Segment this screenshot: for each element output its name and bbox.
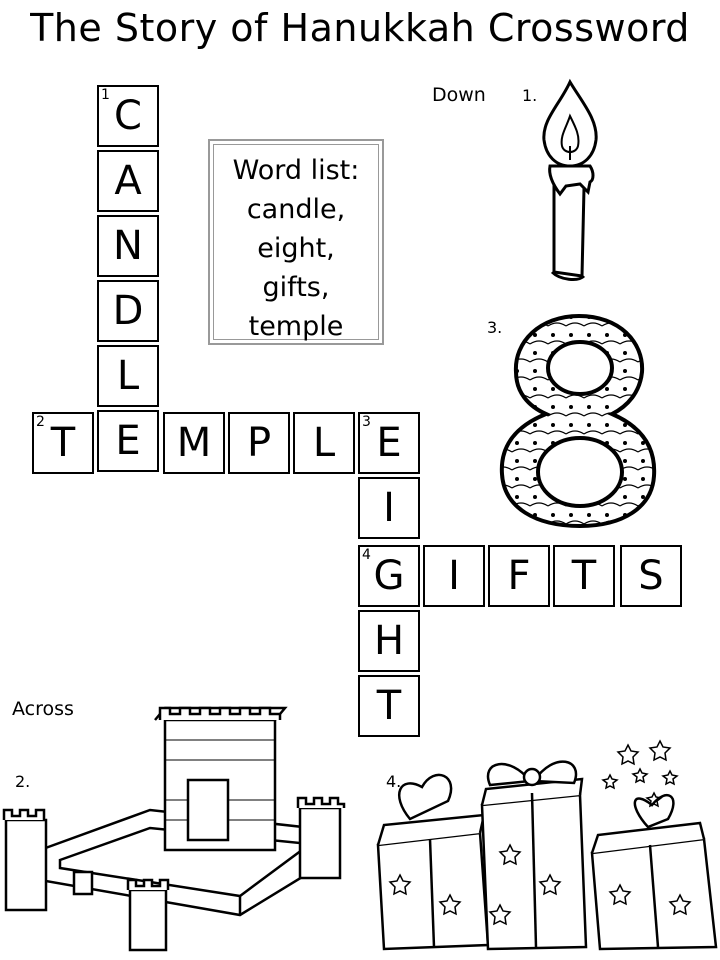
clue-number: 4 xyxy=(362,547,371,563)
cell-temple-6[interactable]: 3 E xyxy=(358,412,420,474)
cell-letter: G xyxy=(373,553,405,599)
cell-letter: T xyxy=(376,683,402,729)
word-list-item: gifts, xyxy=(262,272,330,303)
temple-icon xyxy=(2,706,346,952)
cell-letter: I xyxy=(383,485,395,531)
cell-temple-5[interactable]: L xyxy=(293,412,355,474)
candle-icon xyxy=(542,78,598,281)
word-list-heading: Word list: xyxy=(232,155,360,186)
clue-number: 1 xyxy=(101,87,110,103)
cell-candle-4[interactable]: D xyxy=(97,280,159,342)
cell-gifts-2[interactable]: I xyxy=(423,545,485,607)
cell-letter: F xyxy=(507,553,531,599)
word-list-item: temple xyxy=(248,311,344,342)
cell-letter: H xyxy=(373,618,405,664)
cell-letter: S xyxy=(638,553,664,599)
word-list-item: candle, xyxy=(246,194,346,225)
page-title: The Story of Hanukkah Crossword xyxy=(30,6,690,50)
cell-letter: E xyxy=(115,418,141,464)
cell-temple-1[interactable]: 2 T xyxy=(32,412,94,474)
cell-letter: N xyxy=(113,223,143,269)
cell-letter: D xyxy=(112,288,144,334)
cell-temple-3[interactable]: M xyxy=(163,412,225,474)
cell-letter: L xyxy=(116,353,140,399)
cell-candle-5[interactable]: L xyxy=(97,345,159,407)
word-list-item: eight, xyxy=(257,233,335,264)
clue-2-number: 2. xyxy=(15,772,31,791)
cell-candle-3[interactable]: N xyxy=(97,215,159,277)
cell-eight-4[interactable]: H xyxy=(358,610,420,672)
cell-eight-5[interactable]: T xyxy=(358,675,420,737)
cell-gifts-4[interactable]: T xyxy=(553,545,615,607)
gifts-icon xyxy=(376,739,718,951)
clue-number: 2 xyxy=(36,414,45,430)
cell-letter: T xyxy=(50,420,76,466)
cell-temple-4[interactable]: P xyxy=(228,412,290,474)
cell-letter: A xyxy=(114,158,142,204)
cell-letter: P xyxy=(246,420,272,466)
cell-eight-2[interactable]: I xyxy=(358,477,420,539)
word-list-box: Word list: candle, eight, gifts, temple xyxy=(208,139,384,345)
clue-4-number: 4. xyxy=(386,772,402,791)
cell-letter: L xyxy=(312,420,336,466)
clue-3-number: 3. xyxy=(487,318,503,337)
cell-letter: I xyxy=(448,553,460,599)
cell-temple-2[interactable]: E xyxy=(97,410,159,472)
cell-letter: M xyxy=(176,420,212,466)
cell-gifts-3[interactable]: F xyxy=(488,545,550,607)
down-label: Down xyxy=(432,84,486,106)
cell-letter: E xyxy=(376,420,402,466)
cell-candle-1[interactable]: 1 C xyxy=(97,85,159,147)
number-eight-icon xyxy=(499,313,657,529)
across-label: Across xyxy=(12,698,74,720)
cell-candle-2[interactable]: A xyxy=(97,150,159,212)
clue-number: 3 xyxy=(362,414,371,430)
cell-eight-3[interactable]: 4 G xyxy=(358,545,420,607)
cell-gifts-5[interactable]: S xyxy=(620,545,682,607)
cell-letter: C xyxy=(114,93,142,139)
clue-1-number: 1. xyxy=(522,86,538,105)
cell-letter: T xyxy=(571,553,597,599)
